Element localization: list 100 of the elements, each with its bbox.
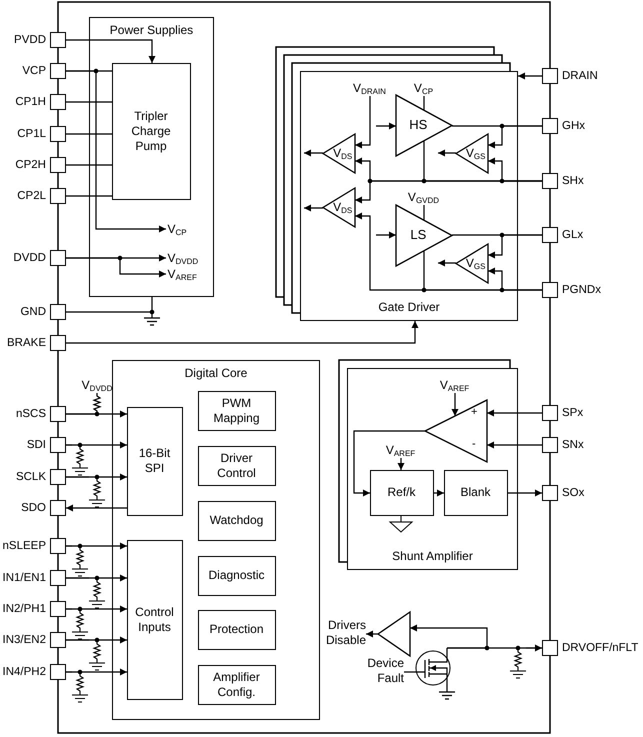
- amplifier-label: V$_{GS}$: [464, 145, 486, 161]
- arrow: [304, 204, 323, 212]
- arrow: [355, 96, 371, 148]
- pin-label: GND: [20, 305, 46, 320]
- arrow: [488, 125, 542, 148]
- pin-label: BRAKE: [7, 336, 46, 351]
- connector-line: [66, 476, 89, 478]
- signal-label: Device Fault: [354, 656, 404, 688]
- polarity-sign: +: [471, 405, 478, 419]
- connector-line: [66, 639, 89, 641]
- pin-label: CP1H: [15, 95, 46, 110]
- pin-label: VCP: [22, 64, 46, 79]
- pin-label: CP2L: [17, 189, 46, 204]
- signal-label: Drivers Disable: [312, 618, 366, 650]
- pin-label: SDO: [21, 501, 46, 516]
- pin-label: GHx: [562, 119, 585, 134]
- connector-line: [66, 608, 72, 610]
- voltage-label: V$_{DVDD}$: [75, 377, 119, 393]
- pin-label: nSLEEP: [2, 539, 46, 554]
- function-box: Driver Control: [198, 446, 276, 486]
- pin-label: IN4/PH2: [2, 665, 46, 680]
- arrow: [438, 150, 456, 156]
- pin-label: SCLK: [16, 470, 46, 485]
- function-box: Diagnostic: [198, 556, 276, 596]
- connector-line: [66, 545, 72, 547]
- arrow: [353, 430, 425, 496]
- arrow: [452, 393, 458, 416]
- pin-label: PGNDx: [562, 283, 601, 298]
- pin-label: DRAIN: [562, 69, 598, 84]
- arrow: [508, 490, 542, 496]
- arrow: [66, 70, 166, 232]
- voltage-label: V$_{AREF}$: [166, 266, 206, 282]
- function-box: Watchdog: [198, 500, 276, 540]
- function-box: Control Inputs: [126, 540, 182, 700]
- connector-line: [526, 647, 542, 649]
- connector-line: [66, 195, 112, 197]
- block-title: Shunt Amplifier: [391, 549, 474, 563]
- amplifier-label: V$_{DS}$: [332, 199, 354, 215]
- arrow: [66, 321, 418, 344]
- pin-label: IN2/PH1: [2, 602, 46, 617]
- block-title: Gate Driver: [377, 300, 441, 314]
- arrow: [304, 150, 323, 156]
- function-box: 16-Bit SPI: [126, 406, 182, 516]
- arrow: [66, 39, 156, 63]
- arrow: [488, 234, 542, 258]
- amplifier-label: V$_{DS}$: [332, 145, 354, 161]
- amplifier-label: HS: [408, 117, 428, 133]
- pin-label: IN1/EN1: [2, 571, 46, 586]
- connector-line: [423, 205, 425, 220]
- arrow: [488, 268, 542, 291]
- arrow: [487, 442, 542, 448]
- block-title: Power Supplies: [108, 23, 194, 37]
- connector-line: [404, 671, 415, 673]
- connector-line: [66, 133, 112, 135]
- block-frame: [300, 71, 518, 321]
- arrow: [376, 232, 396, 238]
- pin-label: IN3/EN2: [2, 633, 46, 648]
- arrow: [66, 257, 166, 278]
- connector-line: [66, 297, 153, 313]
- connector-line: [423, 96, 425, 110]
- pin-label: SDI: [26, 438, 46, 453]
- voltage-label: V$_{DRAIN}$: [346, 80, 394, 96]
- arrow: [518, 72, 542, 80]
- voltage-label: V$_{CP}$: [408, 80, 440, 96]
- arrow: [376, 122, 396, 130]
- pin-label: GLx: [562, 228, 584, 243]
- arrow: [66, 504, 127, 512]
- arrow: [487, 410, 542, 416]
- voltage-label: V$_{GVDD}$: [400, 188, 448, 204]
- block-frame: [112, 360, 320, 720]
- pin-label: DRVOFF/nFLT: [562, 641, 638, 656]
- amplifier-label: LS: [409, 227, 428, 243]
- block-frame: [89, 17, 214, 297]
- pin-label: SHx: [562, 174, 584, 189]
- polarity-sign: -: [472, 437, 476, 451]
- amplifier-label: V$_{GS}$: [464, 255, 486, 271]
- block-title: Digital Core: [184, 366, 248, 380]
- connector-line: [66, 577, 89, 579]
- block-frame: [347, 368, 518, 570]
- voltage-label: V$_{AREF}$: [382, 442, 418, 458]
- function-box: Protection: [198, 610, 276, 650]
- arrow: [438, 260, 456, 266]
- function-box: PWM Mapping: [198, 390, 276, 430]
- connector-line: [66, 444, 72, 446]
- arrow: [66, 410, 127, 418]
- pin-label: DVDD: [13, 251, 46, 266]
- connector-line: [66, 671, 72, 673]
- function-box: Tripler Charge Pump: [112, 62, 190, 200]
- voltage-label: V$_{AREF}$: [436, 376, 472, 392]
- arrow: [434, 490, 444, 496]
- arrow: [366, 630, 378, 638]
- voltage-label: V$_{CP}$: [166, 220, 206, 236]
- pin-label: SPx: [562, 406, 584, 421]
- pin-label: SNx: [562, 438, 584, 453]
- connector-line: [66, 164, 112, 166]
- arrow: [447, 644, 542, 652]
- pin-label: nSCS: [16, 407, 46, 422]
- voltage-label: V$_{DVDD}$: [166, 250, 206, 266]
- pin-label: CP2H: [15, 158, 46, 173]
- function-box: Amplifier Config.: [198, 664, 276, 704]
